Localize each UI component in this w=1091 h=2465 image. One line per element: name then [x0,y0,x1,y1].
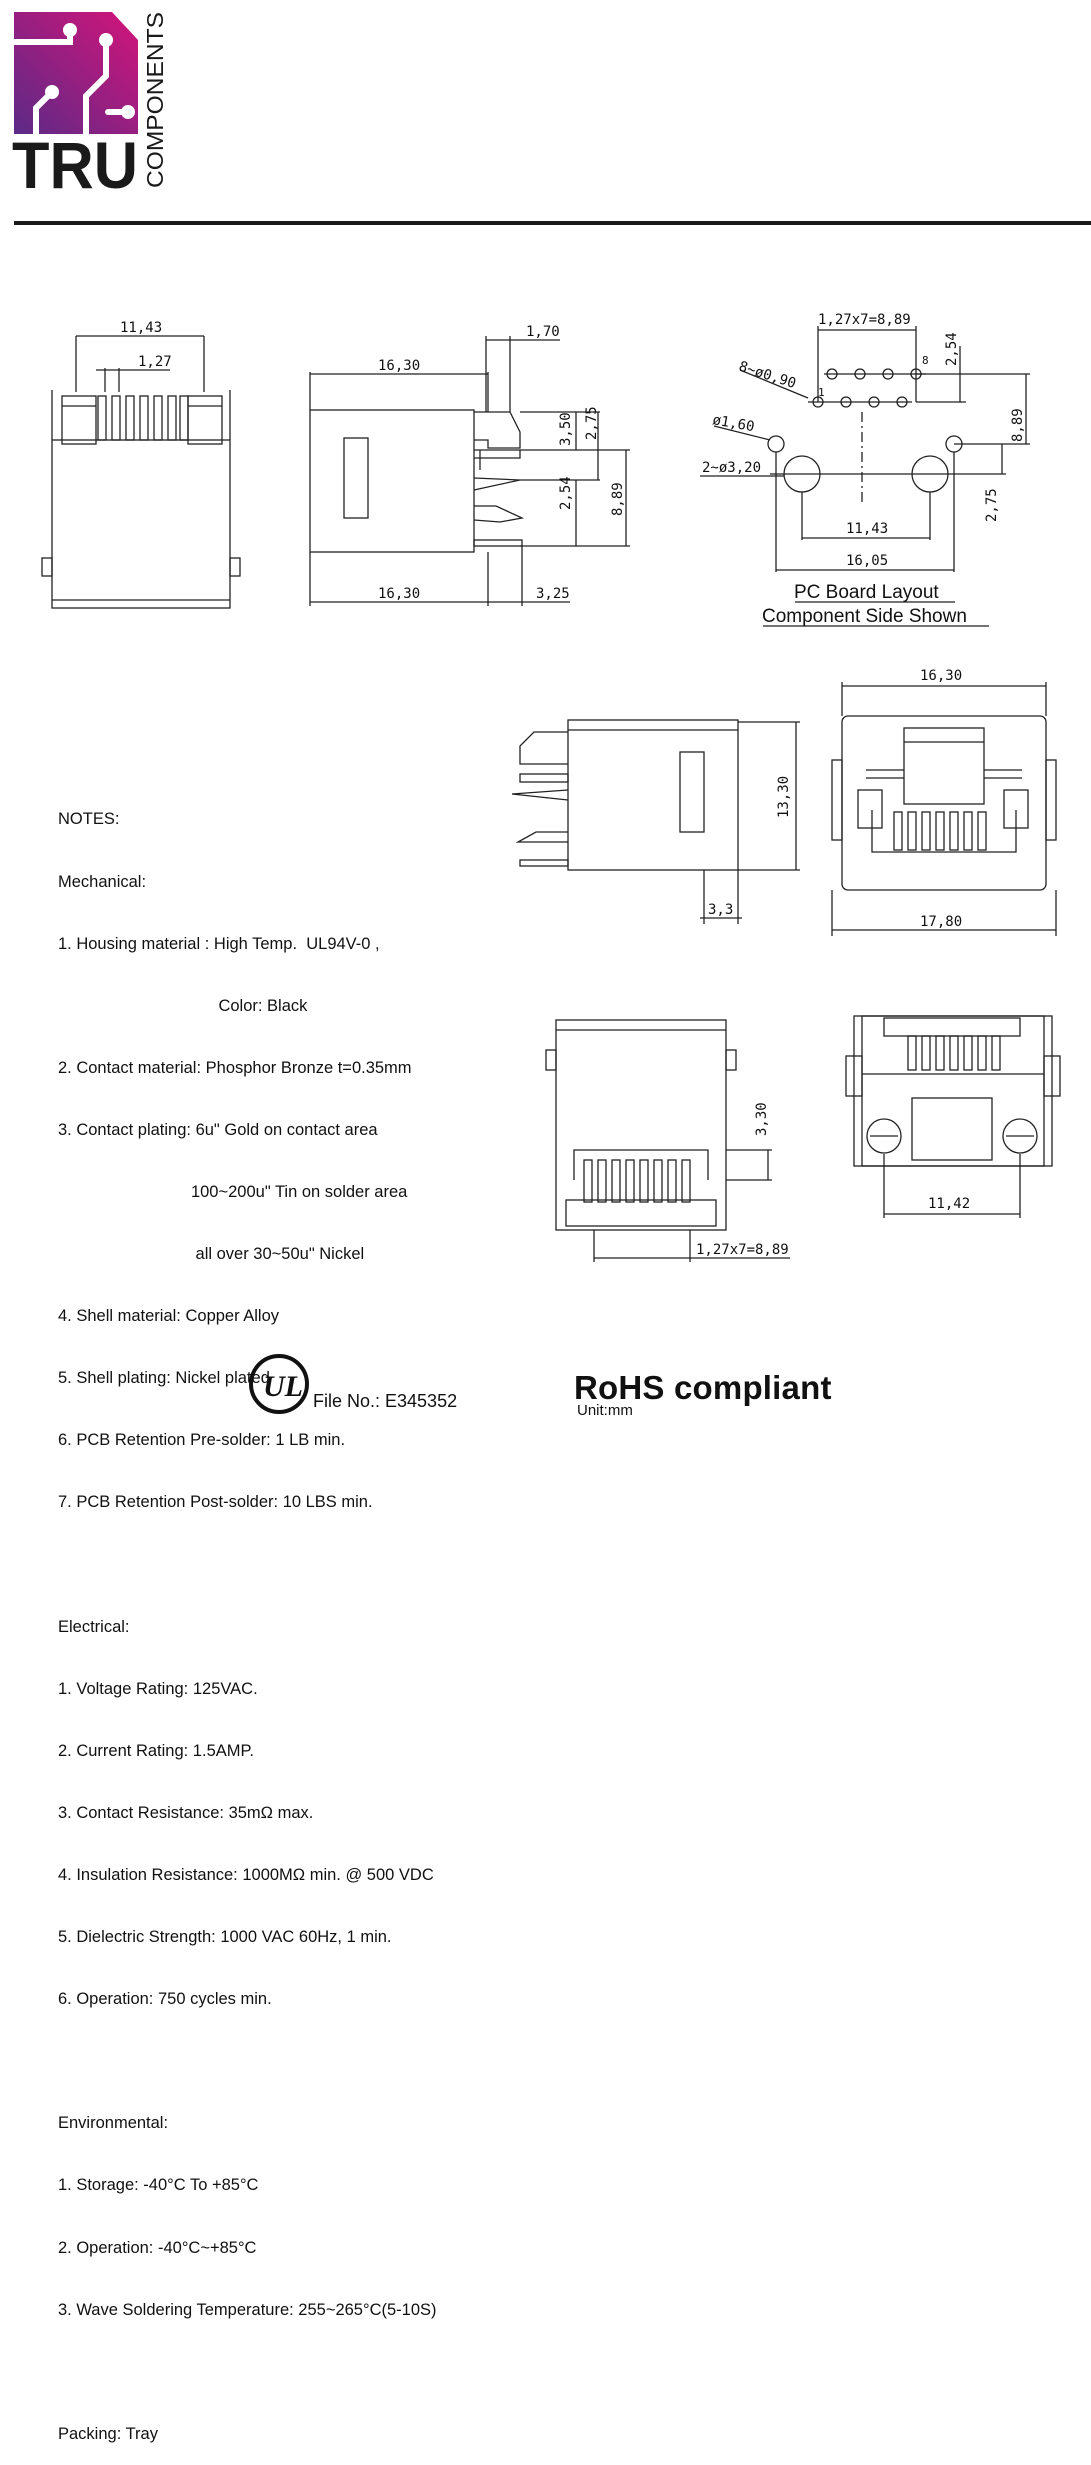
mech-item: 4. Shell material: Copper Alloy [58,1307,280,1326]
unit-label: Unit:mm [577,1402,633,1419]
dim-3-30: 3,30 [754,1102,770,1136]
elec-item: 4. Insulation Resistance: 1000MΩ min. @ … [58,1866,434,1884]
front-view-top [41,335,241,609]
mechanical-heading: Mechanical: [58,872,147,891]
mech-item: 5. Shell plating: Nickel plated [58,1369,270,1388]
pcb-caption-line1: PC Board Layout [794,582,939,603]
dim-16-30-a: 16,30 [378,358,420,374]
dim-8-89-b: 8,89 [1010,408,1026,442]
pc-board-layout [700,326,1030,627]
dim-2-54-b: 2,54 [944,332,960,366]
ul-certification-logo: UL [249,1354,309,1414]
dim-pitch-bottom: 1,27x7=8,89 [696,1242,789,1258]
spacer [58,1555,437,1576]
packing-note: Packing: Tray [58,2424,158,2443]
env-item: 2. Operation: -40°C~+85°C [58,2238,257,2257]
dim-2-75-b: 2,75 [984,488,1000,522]
logo-wordmark: TRU [12,128,138,200]
env-item: 1. Storage: -40°C To +85°C [58,2176,259,2195]
pcb-caption-line2: Component Side Shown [762,606,967,627]
dim-16-05: 16,05 [846,553,888,569]
elec-item: 1. Voltage Rating: 125VAC. [58,1679,258,1698]
electrical-heading: Electrical: [58,1617,130,1636]
spacer [58,2362,437,2383]
mech-item: all over 30~50u" Nickel [58,1245,365,1264]
dim-pitch-top: 1,27x7=8,89 [818,312,911,328]
pin-8-label: 8 [922,354,929,367]
mech-item: 1. Housing material : High Temp. UL94V-0… [58,934,380,953]
dim-2-75-a: 2,75 [584,406,600,440]
dim-1-27-top: 1,27 [138,354,172,370]
env-item: 3. Wave Soldering Temperature: 255~265°C… [58,2300,437,2319]
rear-view-bottom [545,1019,790,1262]
elec-item: 5. Dielectric Strength: 1000 VAC 60Hz, 1… [58,1928,392,1947]
dim-11-43-pcb: 11,43 [846,521,888,537]
dim-16-30-b: 16,30 [378,586,420,602]
mech-item: 7. PCB Retention Post-solder: 10 LBS min… [58,1493,373,1512]
dim-3-3: 3,3 [708,902,733,918]
dim-160: ø1,60 [711,412,755,435]
ul-letters: UL [263,1370,303,1403]
spacer [58,2051,437,2072]
elec-item: 2. Current Rating: 1.5AMP. [58,1741,254,1760]
file-number: File No.: E345352 [313,1391,458,1411]
side-view-top [309,336,630,606]
technical-drawing: 11,43 1,27 1,70 16,30 3,50 2,75 2,54 8,8… [41,312,1061,1262]
front-view-middle [831,682,1057,936]
dim-1-70: 1,70 [526,324,560,340]
environmental-heading: Environmental: [58,2114,169,2133]
dim-8x090: 8~ø0,90 [737,359,798,392]
dim-11-43-top: 11,43 [120,320,162,336]
dim-2x320: 2~ø3,20 [702,460,761,476]
pin-1-label: 1 [818,386,825,399]
header-divider [14,221,1091,225]
dim-11-42: 11,42 [928,1196,970,1212]
notes-block: NOTES: Mechanical: 1. Housing material :… [58,768,437,2465]
dim-3-50: 3,50 [558,412,574,446]
dim-16-30-c: 16,30 [920,668,962,684]
mech-item: 2. Contact material: Phosphor Bronze t=0… [58,1058,412,1077]
mech-item: 3. Contact plating: 6u" Gold on contact … [58,1120,378,1139]
notes-title: NOTES: [58,810,120,829]
rohs-compliant: RoHS compliant [574,1369,832,1406]
dim-17-80: 17,80 [920,914,962,930]
tru-components-logo: TRU COMPONENTS [11,12,168,200]
side-view-middle [511,719,800,924]
dim-13-30: 13,30 [776,776,792,818]
elec-item: 6. Operation: 750 cycles min. [58,1990,272,2009]
dim-2-54-a: 2,54 [558,476,574,510]
mech-item: Color: Black [58,996,308,1015]
elec-item: 3. Contact Resistance: 35mΩ max. [58,1803,314,1822]
dim-8-89-a: 8,89 [610,482,626,516]
logo-subword: COMPONENTS [142,12,168,188]
bottom-view [845,1015,1061,1218]
dim-3-25: 3,25 [536,586,570,602]
mech-item: 100~200u" Tin on solder area [58,1182,408,1201]
